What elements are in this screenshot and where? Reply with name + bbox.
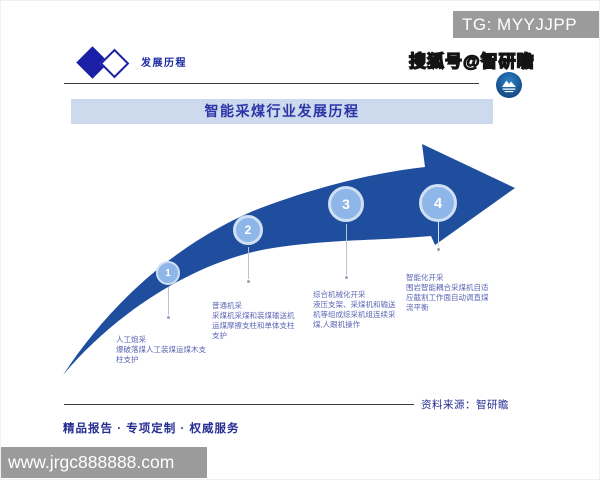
stage-2-line: 支护 bbox=[212, 331, 227, 340]
footer-tagline: 精品报告 · 专项定制 · 权威服务 bbox=[63, 423, 240, 435]
header-divider bbox=[64, 83, 479, 84]
stage-text-1: 人工炮采 爆破落煤人工装煤运煤木支 柱支护 bbox=[116, 335, 206, 365]
stage-3-line: 液压支架、采煤机和输送 bbox=[313, 300, 396, 309]
site-watermark: www.jrgc888888.com bbox=[1, 447, 207, 478]
stage-3-line: 综合机械化开采 bbox=[313, 290, 366, 299]
leader-dot-1 bbox=[167, 316, 170, 319]
stage-1-line: 柱支护 bbox=[116, 355, 139, 364]
leader-line-4 bbox=[438, 222, 439, 247]
stage-4-line: 智能化开采 bbox=[406, 273, 444, 282]
sohu-watermark: 搜狐号@智研瞻 bbox=[408, 51, 535, 71]
leader-line-2 bbox=[248, 247, 249, 279]
stage-circle-1: 1 bbox=[156, 261, 180, 285]
stage-4-line: 应截割工作面自动调直煤 bbox=[406, 293, 489, 302]
stage-1-line: 人工炮采 bbox=[116, 335, 146, 344]
stage-2-line: 运煤摩擦支柱和单体支柱 bbox=[212, 321, 295, 330]
stage-4-line: 围岩智能耦合采煤机自适 bbox=[406, 283, 489, 292]
section-label: 发展历程 bbox=[141, 58, 187, 69]
stage-1-line: 爆破落煤人工装煤运煤木支 bbox=[116, 345, 206, 354]
leader-dot-3 bbox=[345, 276, 348, 279]
stage-text-3: 综合机械化开采 液压支架、采煤机和输送 机等组成综采机组连续采 煤,人跟机操作 bbox=[313, 290, 396, 330]
stage-3-line: 机等组成综采机组连续采 bbox=[313, 310, 396, 319]
leader-dot-4 bbox=[437, 248, 440, 251]
leader-line-1 bbox=[168, 287, 169, 315]
footer-divider bbox=[64, 404, 414, 405]
leader-dot-2 bbox=[247, 280, 250, 283]
source-note: 资料来源：智研瞻 bbox=[421, 399, 509, 411]
stage-4-line: 流平衡 bbox=[406, 303, 429, 312]
stage-circle-4: 4 bbox=[419, 184, 457, 222]
stage-2-line: 普通机采 bbox=[212, 301, 242, 310]
stage-circle-2: 2 bbox=[233, 215, 263, 245]
page-title: 智能采煤行业发展历程 bbox=[71, 99, 493, 124]
tg-badge: TG: MYYJJPP bbox=[453, 11, 599, 38]
stage-text-2: 普通机采 采煤机采煤和装煤输送机 运煤摩擦支柱和单体支柱 支护 bbox=[212, 301, 295, 341]
stage-3-line: 煤,人跟机操作 bbox=[313, 320, 361, 329]
stage-circle-3: 3 bbox=[328, 186, 364, 222]
stage-text-4: 智能化开采 围岩智能耦合采煤机自适 应截割工作面自动调直煤 流平衡 bbox=[406, 273, 489, 313]
stage-2-line: 采煤机采煤和装煤输送机 bbox=[212, 311, 295, 320]
leader-line-3 bbox=[346, 224, 347, 275]
zhiyanzhan-logo-icon bbox=[496, 72, 522, 98]
